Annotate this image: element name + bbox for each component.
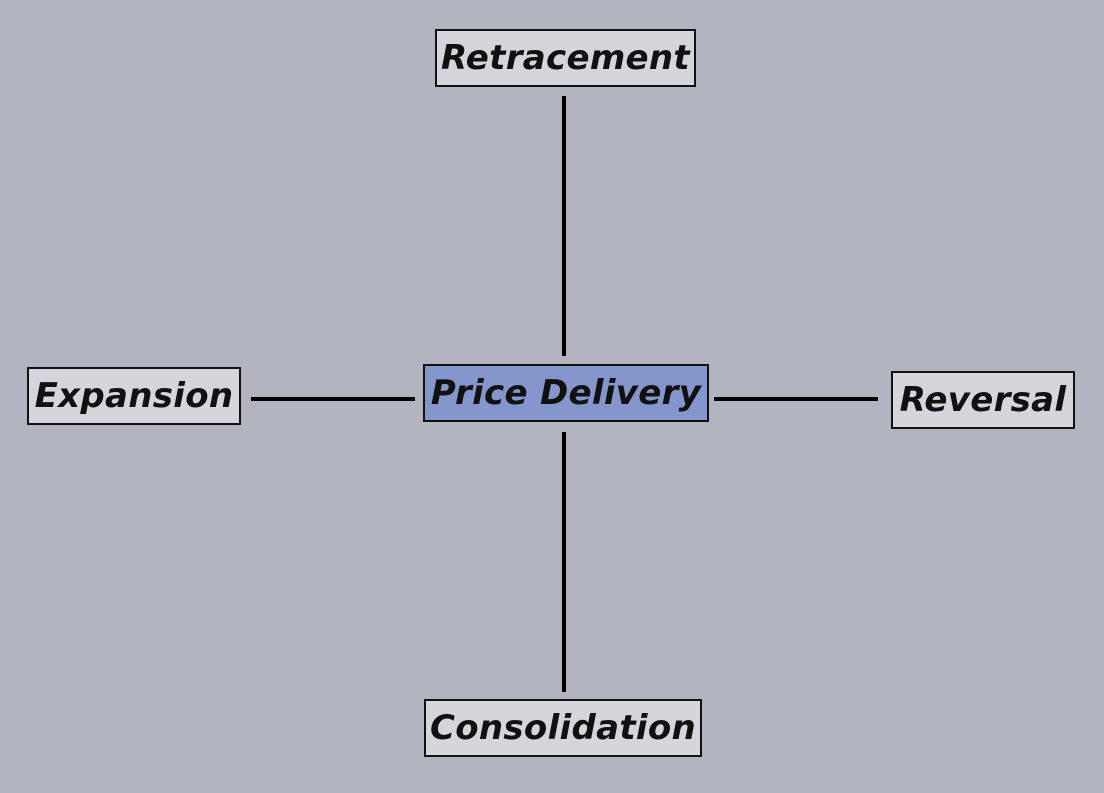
node-expansion: Expansion	[27, 367, 241, 425]
connector-left	[251, 397, 415, 401]
node-consolidation: Consolidation	[424, 699, 702, 757]
connector-bottom	[562, 432, 566, 692]
node-expansion-label: Expansion	[34, 376, 234, 416]
node-consolidation-label: Consolidation	[429, 708, 697, 748]
connector-right	[714, 397, 878, 401]
node-price-delivery-label: Price Delivery	[430, 373, 702, 413]
node-price-delivery: Price Delivery	[423, 364, 709, 422]
node-reversal: Reversal	[891, 371, 1075, 429]
node-retracement: Retracement	[435, 29, 696, 87]
connector-top	[562, 96, 566, 356]
node-reversal-label: Reversal	[899, 380, 1067, 420]
node-retracement-label: Retracement	[441, 38, 690, 78]
